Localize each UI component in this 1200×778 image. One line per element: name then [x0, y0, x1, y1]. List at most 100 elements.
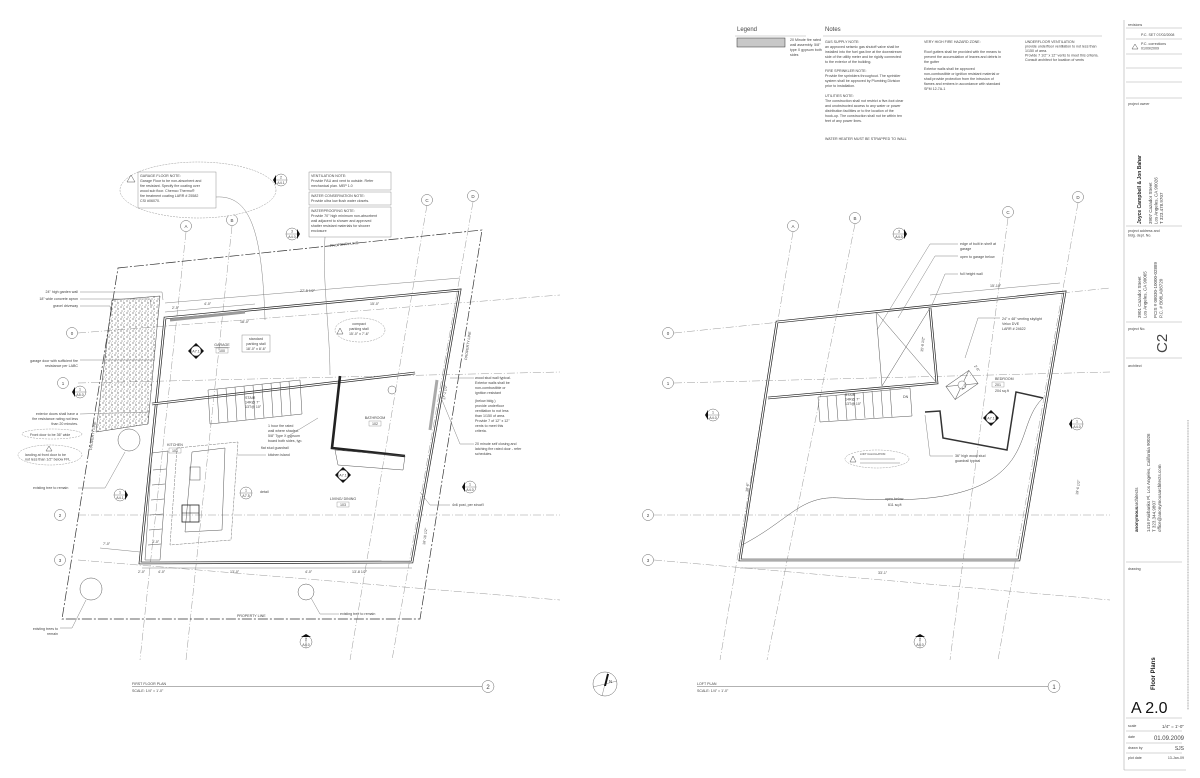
section-marker: 3A4.0 [892, 227, 908, 241]
waterproofing-note: WATERPROOFING NOTE:Provide 70" high mini… [311, 209, 377, 233]
architect-name: anonymousarchitects [1134, 487, 1139, 532]
text-line: distribution facilities or to the locati… [825, 109, 894, 113]
marker-num: 1 [245, 489, 247, 493]
room-bathroom-number: 102 [372, 422, 378, 426]
text-line: Provide 7 1/2" x 12" vents to meet this … [1025, 54, 1098, 58]
section-marker: 1A4.0 [461, 480, 477, 494]
text-line: 36" high wood stud [955, 454, 985, 458]
room-garage: GARAGE [214, 343, 230, 347]
text-line: 24" x 48" venting skylight [1002, 317, 1042, 321]
marker-num: 2 [305, 638, 307, 642]
marker-sheet: A4.1 [116, 496, 123, 500]
marker-num: 1 [79, 388, 81, 392]
text-line: system shall be approved by Plumbing Div… [825, 79, 900, 83]
text-line: 14R@ 7" [245, 401, 260, 405]
text-line: 13T@ 10" [845, 402, 862, 406]
water-heater-note: WATER HEATER MUST BE STRAPPED TO WALL [825, 137, 907, 141]
text-line: sides [790, 53, 799, 57]
existing-tree [79, 577, 103, 601]
marker-sheet: A4.0 [466, 488, 473, 492]
warning-icon [45, 445, 53, 452]
text-line: Provide 7 of 12" x 12" [475, 419, 510, 423]
drawing-label: drawing [1128, 567, 1141, 571]
room-living-number: 103 [340, 503, 346, 507]
left-annotations: 24" high garden wall 18" wide concrete a… [17, 290, 164, 636]
title-row-plot-date: plot date 13-Jan-09 [1128, 756, 1184, 760]
dim: 4'-0" [961, 382, 969, 391]
text-line: CSI #06070. [140, 199, 160, 203]
text-line: remain [47, 632, 58, 636]
architect-label: architect [1128, 364, 1142, 368]
text-line: Los Angeles, CA 90026 [1154, 177, 1159, 224]
dim: 17'-1 1/2" [442, 384, 448, 400]
text-line: P.C. corrections [1141, 42, 1166, 46]
north-label: N [609, 679, 612, 684]
marker-sheet: A4.0 [302, 643, 309, 647]
apron-label: 18" wide concrete apron [39, 297, 78, 301]
text-line: fire treatment coating LARR # 25582 [140, 194, 198, 198]
room-kitchen-number: 101 [172, 449, 178, 453]
text-line: than 20 minutes. [51, 422, 78, 426]
text-line: WATERPROOFING NOTE: [311, 209, 355, 213]
grid-bubble-1: 1 [62, 381, 65, 386]
ventilation-note: VENTILATION NOTE:Provide FAU and vent to… [311, 174, 374, 188]
room-living-dining: LIVING/ DINING [330, 497, 357, 501]
text-line: WATER CONSERVATION NOTE: [311, 194, 365, 198]
row-label: plot date [1128, 756, 1142, 760]
open-below-area: 611 sq.ft [888, 503, 902, 507]
text-line: wall assembly. 5/8" [790, 43, 821, 47]
property-line-label-right: PROPERTY LINE [464, 331, 472, 361]
text-line: shatter resistant materials for shower [311, 224, 371, 228]
marker-num: 3 [898, 230, 900, 234]
marker-sheet: A5.0 [76, 393, 83, 397]
text-line: 3907 Cazador Street [1148, 182, 1153, 224]
room-bathroom: BATHROOM [365, 416, 386, 420]
title-row-drawn-by: drawn by SJS [1126, 746, 1185, 754]
marker-sheet: A7.5 [242, 494, 249, 498]
drawing-title: Floor Plans [1151, 657, 1157, 690]
marker-num: 2 [280, 176, 282, 180]
front-door-label: Front door to be 36" wide [30, 433, 70, 437]
warning-icon [126, 174, 136, 183]
interior-elevation-marker: A7.1 [983, 410, 999, 426]
text-line: 5/8" Type X gypsum [268, 434, 300, 438]
text-line: bldg. dept. No. [1128, 234, 1151, 238]
dim: 16'-10 1/2" [422, 527, 428, 545]
text-line: UNDERFLOOR VENTILATION [1025, 40, 1075, 44]
architect-name-bold: anonymous [1134, 506, 1139, 532]
row-value: 13-Jan-09 [1168, 756, 1184, 760]
text-line: Velux DVE [1002, 322, 1020, 326]
dim: 4'-0" [204, 302, 212, 306]
text-line: edge of built in shelf at [960, 242, 996, 246]
text-line: side of the utility meter and be rigidly… [825, 55, 901, 59]
text-line: compact [352, 322, 366, 326]
grid-bubble-c: C [1006, 210, 1010, 215]
grid-bubble-a: A [791, 224, 794, 229]
section-marker: 2A4.0 [299, 633, 313, 649]
fire-hazard-title: VERY HIGH FIRE HAZARD ZONE: [924, 40, 981, 44]
garage-note-cloud [119, 161, 277, 219]
text-line: T 323.478.9707 [1159, 192, 1164, 224]
architect-address: 1416 Fairbanks Pl. Los Angeles, Californ… [1146, 433, 1162, 532]
dim: 18'-0" [240, 320, 250, 324]
kitchen-island [169, 441, 239, 546]
first-floor-drawing-number: 2 [486, 685, 490, 691]
warning-icon [336, 327, 344, 335]
grid-bubble-d: D [471, 194, 475, 199]
text-line: prevent the accumulation of leaves and d… [924, 55, 1001, 59]
text-line: Provide fire sprinklers throughout. The … [825, 74, 901, 78]
grid-bubble-0: 0 [667, 331, 670, 336]
section-marker: 1A4.0 [704, 408, 720, 422]
row-label: date [1128, 735, 1135, 739]
loft-scale: SCALE: 1/4" = 1'-0" [697, 689, 729, 693]
